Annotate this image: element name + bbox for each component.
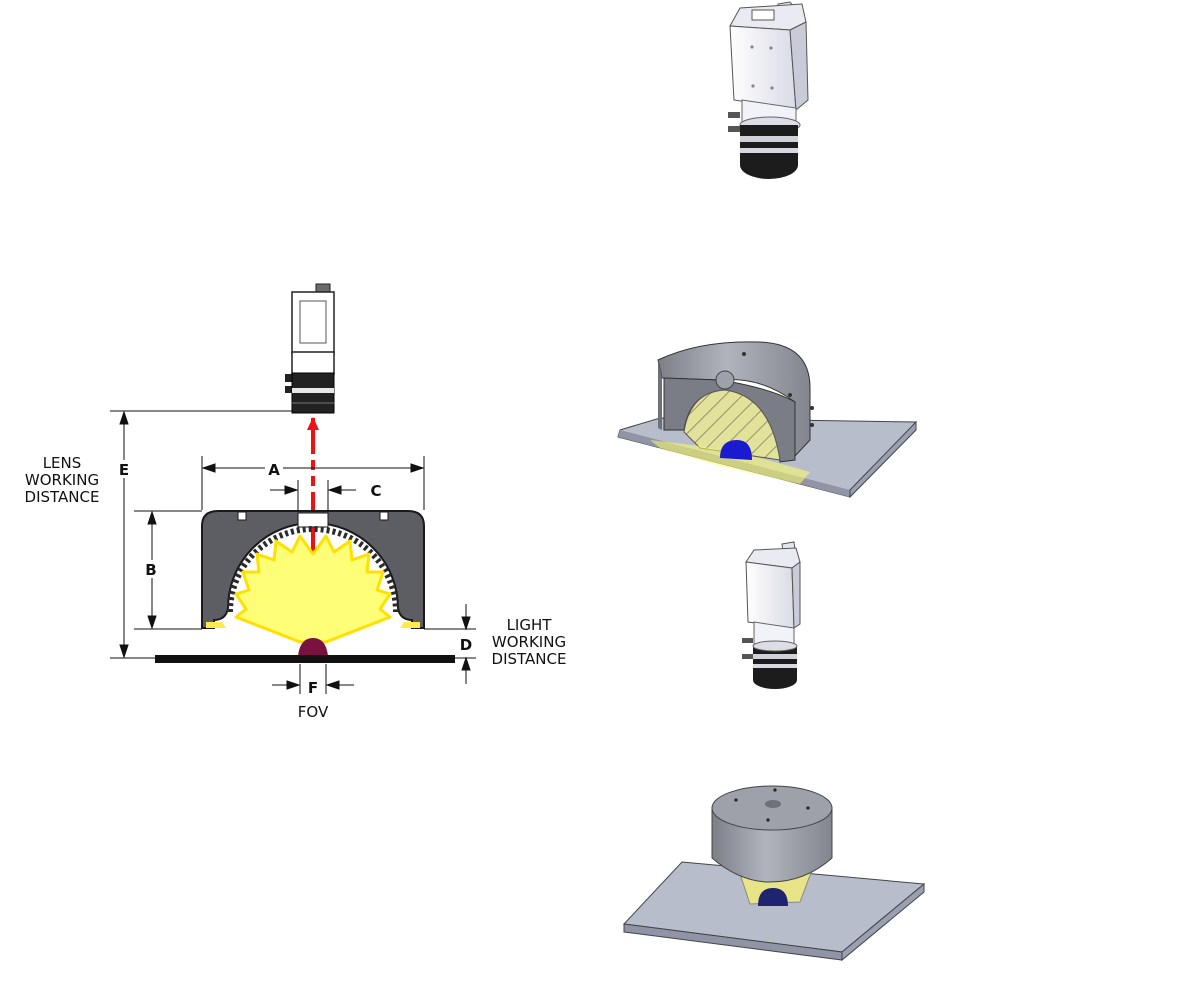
dome-housing [201,510,425,629]
lens-working-distance-label: LENS WORKING DISTANCE [25,454,100,506]
dimension-lines [110,410,476,694]
camera-render-middle [742,541,801,689]
lens-label-line-3: DISTANCE [25,488,100,506]
dim-label-b: B [145,561,156,579]
dim-label-c: C [370,482,381,500]
light-label-line-1: LIGHT [507,616,553,634]
lens-label-line-1: LENS [43,454,82,472]
camera-render-top [728,1,809,179]
lens-label-line-2: WORKING [25,471,99,489]
dome-closed-render [622,785,926,962]
dim-label-f: F [308,679,318,697]
camera-side [285,283,335,414]
target-on-stage [155,638,455,663]
light-working-distance-label: LIGHT WORKING DISTANCE [492,616,567,668]
dim-label-e: E [119,461,129,479]
section-diagram: A C E B D F LENS WORKING DISTANCE LIGHT … [25,283,567,721]
dome-cutaway-render [617,341,918,499]
optical-axis [307,417,319,552]
light-label-line-2: WORKING [492,633,566,651]
dimension-letters: A C E B D F [114,460,472,697]
fov-label: FOV [298,703,329,721]
light-rays [234,534,392,644]
light-label-line-3: DISTANCE [492,650,567,668]
dim-label-d: D [460,636,472,654]
dim-label-a: A [268,461,280,479]
